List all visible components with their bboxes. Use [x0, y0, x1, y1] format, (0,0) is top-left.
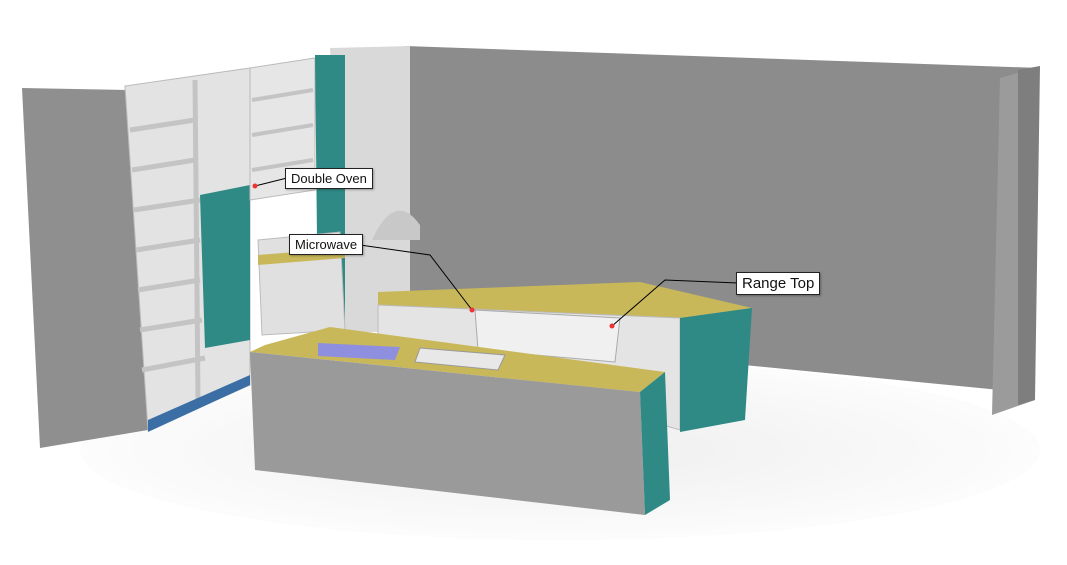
sink-basin [318, 343, 400, 360]
double-oven-marker [252, 183, 258, 189]
callout-range-top: Range Top [736, 272, 821, 295]
plinth-edge [148, 375, 250, 432]
range-top-marker [609, 323, 615, 329]
oven-cabinet-teal [200, 185, 250, 348]
front-island-end [640, 372, 670, 515]
chimney-column [330, 46, 410, 332]
microwave-marker [469, 307, 475, 313]
callout-microwave: Microwave [289, 234, 364, 255]
hood [372, 210, 420, 240]
range-top-block [474, 309, 621, 363]
right-wall-edge [1018, 66, 1040, 405]
left-side-panel [22, 88, 148, 448]
back-island-end [680, 308, 752, 432]
front-island-face [250, 352, 645, 515]
callout-double-oven: Double Oven [285, 168, 373, 189]
prep-sink [414, 347, 506, 371]
